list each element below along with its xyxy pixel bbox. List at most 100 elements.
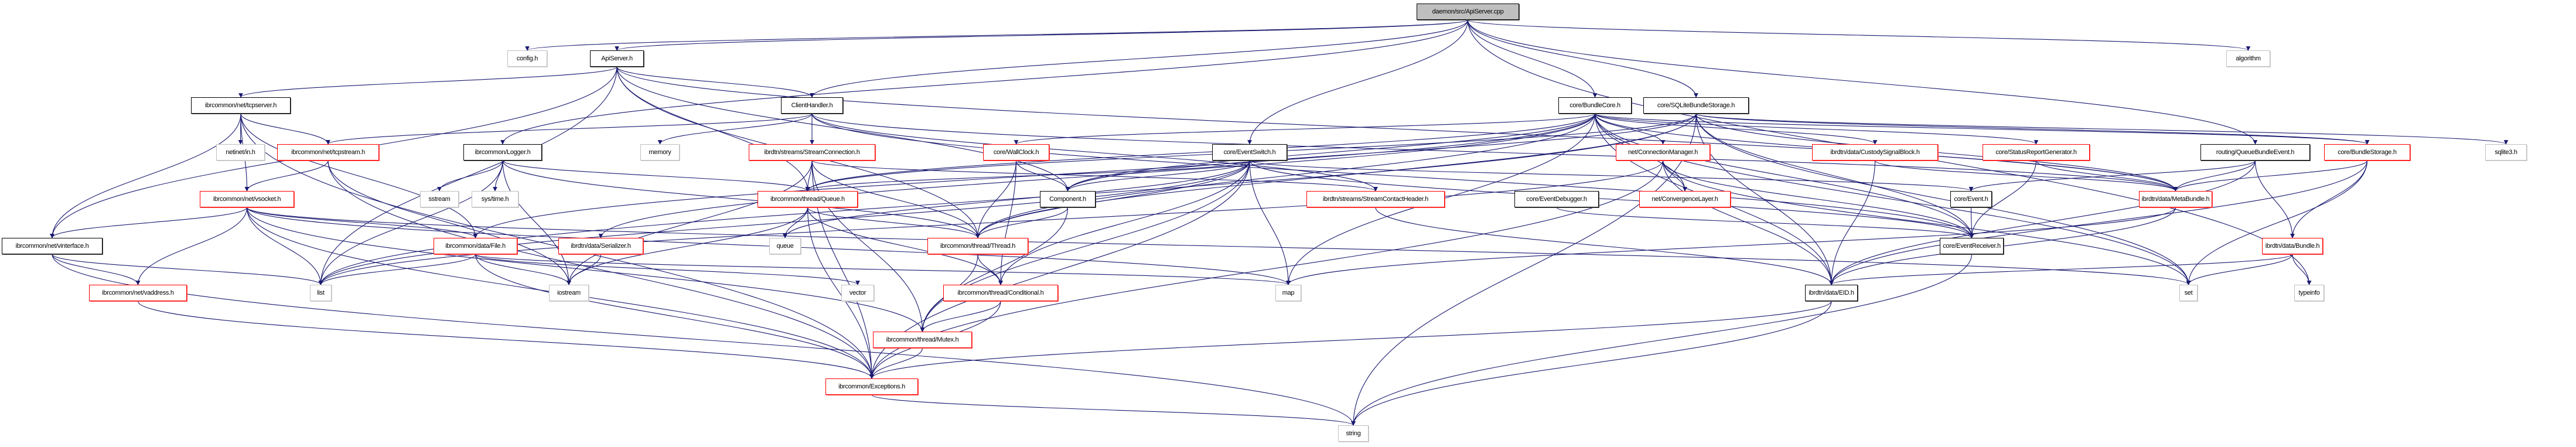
node-algorithm[interactable]: algorithm <box>2226 50 2270 67</box>
node-sqlitebundlestorage-h[interactable]: core/SQLiteBundleStorage.h <box>1643 97 1749 114</box>
node-tcpserver-h[interactable]: ibrcommon/net/tcpserver.h <box>191 97 291 114</box>
edge-streamcontactheader-to-eid <box>1375 207 1834 285</box>
edge-eid-to-string <box>1351 301 1832 426</box>
edge-file-to-list <box>318 254 476 285</box>
node-bundle-h[interactable]: ibrdtn/data/Bundle.h <box>2262 238 2323 254</box>
node-conditional-h[interactable]: ibrcommon/thread/Conditional.h <box>943 285 1058 301</box>
edge-clienthandler-to-streamcontactheader <box>811 113 1378 192</box>
node-streamcontactheader-h[interactable]: ibrdtn/streams/StreamContactHeader.h <box>1306 191 1445 207</box>
node-netinet-in-h[interactable]: netinet/in.h <box>216 144 265 161</box>
node-tcpstream-h[interactable]: ibrcommon/net/tcpstream.h <box>277 144 379 161</box>
node-statusreportgenerator-h[interactable]: core/StatusReportGenerator.h <box>1983 144 2090 161</box>
edge-conditional-to-mutex <box>920 301 1001 332</box>
node-iostream[interactable]: iostream <box>549 285 589 301</box>
node-set[interactable]: set <box>2179 285 2198 301</box>
edge-streamconnection-to-queue_h <box>805 160 813 192</box>
node-string[interactable]: string <box>1338 425 1369 442</box>
edge-vsocket-to-mutex <box>246 207 925 332</box>
node-sstream[interactable]: sstream <box>420 191 459 207</box>
node-clienthandler-h[interactable]: ClientHandler.h <box>781 97 843 114</box>
edge-vinterface-to-list <box>52 254 323 285</box>
edge-bundle-to-typeinfo <box>2292 254 2312 285</box>
edge-bundle-to-eid <box>1829 254 2293 285</box>
node-streamconnection-h[interactable]: ibrdtn/streams/StreamConnection.h <box>749 144 875 161</box>
edge-eventswitch-to-map <box>1249 160 1291 285</box>
node-serializer-h[interactable]: ibrdtn/data/Serializer.h <box>558 238 643 254</box>
edge-bundlestorage-to-metabundle <box>2173 160 2368 192</box>
node-mutex-h[interactable]: ibrcommon/thread/Mutex.h <box>873 332 972 348</box>
edge-tcpserver-to-tcpstream <box>240 113 330 145</box>
edge-root-to-clienthandler <box>810 19 1469 98</box>
edge-clienthandler-to-memory <box>657 113 813 145</box>
edge-queuebundleevent-to-event <box>1968 160 2256 192</box>
edge-statusreport-to-metabundle <box>2035 160 2178 192</box>
node-eventswitch-h[interactable]: core/EventSwitch.h <box>1212 144 1287 161</box>
edge-clienthandler-to-tcpstream <box>326 113 813 145</box>
node-thread-queue-h[interactable]: ibrcommon/thread/Queue.h <box>758 191 858 207</box>
edge-thread-to-conditional <box>977 254 1003 285</box>
node-vinterface-h[interactable]: ibrcommon/net/vinterface.h <box>2 238 103 254</box>
node-vsocket-h[interactable]: ibrcommon/net/vsocket.h <box>200 191 294 207</box>
edge-root-to-eventswitch <box>1247 19 1469 145</box>
edge-logger-to-thread <box>502 160 980 238</box>
node-root-apiserver-cpp[interactable]: daemon/src/ApiServer.cpp <box>1417 4 1519 20</box>
edge-tcpstream-to-vsocket <box>244 160 329 192</box>
edge-sqlitestorage-to-component <box>1065 113 1697 192</box>
edge-vsocket-to-list <box>246 207 323 285</box>
node-component-h[interactable]: Component.h <box>1040 191 1096 207</box>
edge-sqlitestorage-to-eventreceiver <box>1695 113 1974 238</box>
edge-eventreceiver-to-string <box>1351 254 1973 426</box>
edge-wallclock-to-conditional <box>998 160 1017 285</box>
node-list[interactable]: list <box>310 285 332 301</box>
node-eid-h[interactable]: ibrdtn/data/EID.h <box>1805 285 1858 301</box>
node-sys-time-h[interactable]: sys/time.h <box>472 191 518 207</box>
edge-bundlecore-to-file <box>473 113 1596 238</box>
node-vector[interactable]: vector <box>841 285 874 301</box>
node-eventdebugger-h[interactable]: core/EventDebugger.h <box>1514 191 1599 207</box>
edge-connectionmanager-to-convergencelayer <box>1662 160 1687 192</box>
edge-logger-to-iostream <box>502 160 571 285</box>
edge-apiserver_h-to-metabundle <box>616 66 2178 192</box>
node-connectionmanager-h[interactable]: net/ConnectionManager.h <box>1616 144 1710 161</box>
node-memory[interactable]: memory <box>640 144 680 161</box>
edge-queue_h-to-thread <box>807 207 980 238</box>
node-bundlestorage-h[interactable]: core/BundleStorage.h <box>2324 144 2410 161</box>
node-map[interactable]: map <box>1275 285 1301 301</box>
edge-custodysignal-to-metabundle <box>1874 160 2178 192</box>
edge-bundlecore-to-bundlestorage <box>1594 113 2369 145</box>
node-bundlecore-h[interactable]: core/BundleCore.h <box>1558 97 1632 114</box>
node-typeinfo[interactable]: typeinfo <box>2294 285 2324 301</box>
node-custodysignalblock-h[interactable]: ibrdtn/data/CustodySignalBlock.h <box>1812 144 1938 161</box>
edge-apiserver_h-to-tcpserver <box>238 66 617 98</box>
node-apiserver-h[interactable]: ApiServer.h <box>590 50 644 67</box>
edge-wallclock-to-thread <box>975 160 1017 238</box>
edge-root-to-sqlitestorage <box>1467 19 1698 98</box>
edge-queuebundleevent-to-bundle <box>2254 160 2295 238</box>
node-sqlite3-h[interactable]: sqlite3.h <box>2485 144 2527 161</box>
edge-component-to-thread <box>975 207 1069 238</box>
node-event-h[interactable]: core/Event.h <box>1950 191 1992 207</box>
node-logger-h[interactable]: ibrcommon/Logger.h <box>463 144 542 161</box>
edge-logger-to-sstream <box>437 160 503 192</box>
edge-file-to-map <box>475 254 1291 285</box>
node-thread-h[interactable]: ibrcommon/thread/Thread.h <box>927 238 1028 254</box>
node-queuebundleevent-h[interactable]: routing/QueueBundleEvent.h <box>2200 144 2310 161</box>
node-queue[interactable]: queue <box>769 238 801 254</box>
node-vaddress-h[interactable]: ibrcommon/net/vaddress.h <box>89 285 187 301</box>
node-file-h[interactable]: ibrcommon/data/File.h <box>434 238 517 254</box>
edge-vsocket-to-map <box>246 207 1291 285</box>
edge-vsocket-to-file <box>246 207 478 238</box>
node-metabundle-h[interactable]: ibrdtn/data/MetaBundle.h <box>2139 191 2212 207</box>
edge-vsocket-to-vinterface <box>50 207 248 238</box>
node-eventreceiver-h[interactable]: core/EventReceiver.h <box>1940 238 2004 254</box>
node-exceptions-h[interactable]: ibrcommon/Exceptions.h <box>825 378 918 395</box>
node-wallclock-h[interactable]: core/WallClock.h <box>983 144 1049 161</box>
edge-root-to-queuebundleevent <box>1467 19 2258 145</box>
node-convergencelayer-h[interactable]: net/ConvergenceLayer.h <box>1639 191 1731 207</box>
node-config-h[interactable]: config.h <box>507 50 547 67</box>
edge-sqlitestorage-to-set <box>1695 113 2191 285</box>
edge-wallclock-to-component <box>1015 160 1070 192</box>
edge-streamconnection-to-iostream <box>567 160 813 285</box>
edge-queuebundleevent-to-metabundle <box>2173 160 2256 192</box>
